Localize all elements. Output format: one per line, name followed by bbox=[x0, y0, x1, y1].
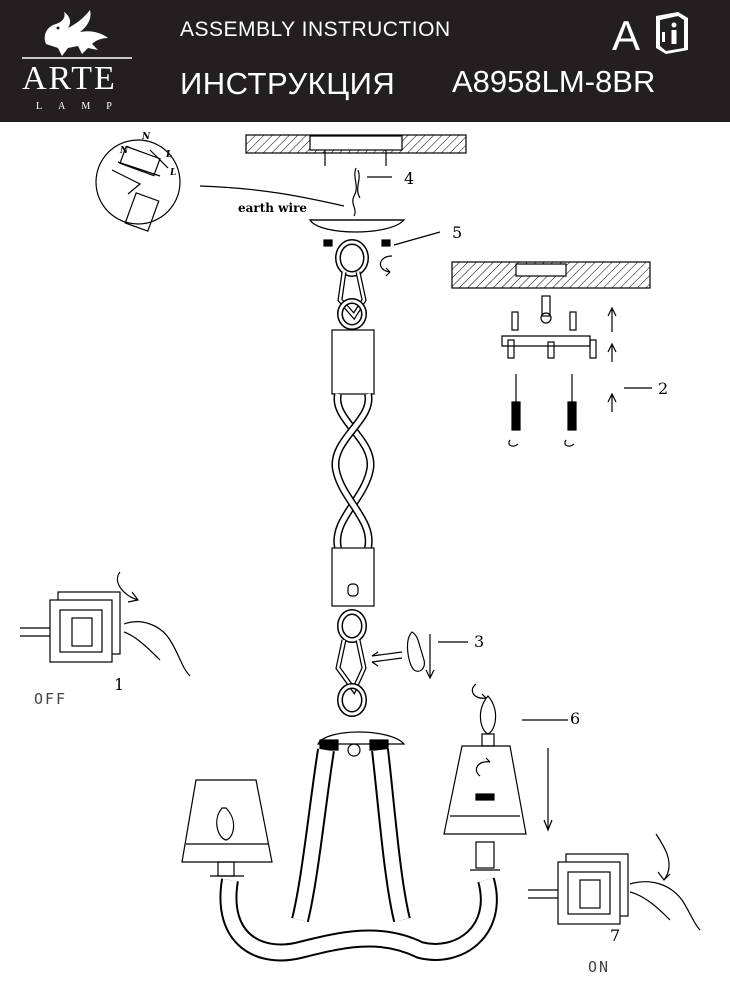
brand-wordmark: ARTE bbox=[22, 60, 117, 97]
screwdriver-right bbox=[564, 374, 577, 447]
chain-upper bbox=[335, 239, 369, 330]
book-info-icon bbox=[656, 12, 688, 54]
screwdriver-left bbox=[508, 374, 521, 447]
supply-wire bbox=[199, 167, 392, 217]
wall-switch-off bbox=[20, 571, 191, 677]
step-2-label: 2 bbox=[658, 379, 669, 398]
right-shade bbox=[443, 683, 568, 871]
on-label: ON bbox=[588, 958, 611, 976]
wiring-l-label-2: L bbox=[170, 168, 177, 178]
language-letter: A bbox=[612, 12, 641, 59]
step-5-label: 5 bbox=[452, 223, 463, 242]
step-4-label: 4 bbox=[404, 169, 415, 188]
rope-suspension bbox=[331, 329, 375, 607]
model-number: A8958LM-8BR bbox=[452, 64, 656, 99]
hook-detail bbox=[371, 631, 468, 680]
off-label: OFF bbox=[34, 690, 68, 708]
header-bar: ARTE LAMP ASSEMBLY INSTRUCTION ИНСТРУКЦИ… bbox=[0, 0, 730, 122]
earth-wire-label: earth wire bbox=[238, 201, 308, 215]
chandelier-body bbox=[219, 731, 498, 962]
step-3-label: 3 bbox=[474, 632, 485, 651]
wiring-l-label: L bbox=[166, 150, 173, 160]
step-6-label: 6 bbox=[570, 709, 581, 728]
brand-subtitle: LAMP bbox=[36, 101, 128, 112]
rotate-arrow-canopy bbox=[379, 255, 393, 277]
title-english: ASSEMBLY INSTRUCTION bbox=[180, 18, 451, 41]
left-shade bbox=[181, 779, 273, 877]
ceiling-slab bbox=[245, 134, 467, 166]
mounting-bracket bbox=[451, 261, 652, 412]
griffin-logo-icon bbox=[22, 10, 132, 59]
title-russian: ИНСТРУКЦИЯ bbox=[180, 66, 396, 101]
wiring-n-label-1: N bbox=[142, 132, 151, 142]
step-1-label: 1 bbox=[114, 675, 125, 694]
canopy bbox=[308, 219, 441, 247]
wiring-detail bbox=[95, 139, 181, 232]
wall-switch-on bbox=[528, 833, 701, 931]
step-7-label: 7 bbox=[610, 926, 621, 945]
wiring-n-label-2: N bbox=[120, 146, 129, 156]
assembly-drawing bbox=[20, 134, 701, 962]
chain-lower bbox=[335, 609, 367, 717]
